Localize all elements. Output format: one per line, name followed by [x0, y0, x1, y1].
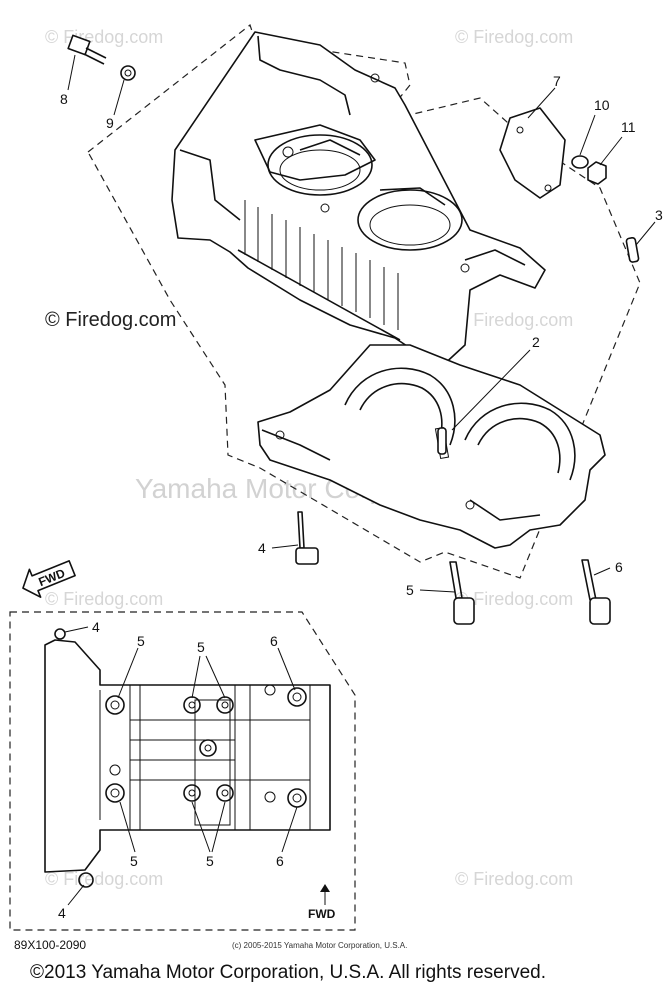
inset-dashed-box [9, 611, 356, 931]
callout-5: 5 [406, 582, 414, 598]
leader-9 [113, 79, 125, 116]
inset-callout-5-center: 5 [197, 639, 205, 655]
leader-4 [271, 544, 299, 549]
inset-bottom-view [44, 628, 331, 888]
footer-copyright: ©2013 Yamaha Motor Corporation, U.S.A. A… [30, 962, 546, 983]
bolt-6 [581, 559, 611, 625]
inset-callout-5-bottom-left: 5 [130, 853, 138, 869]
inset-callout-6-bottom: 6 [276, 853, 284, 869]
bolt-4 [295, 511, 319, 565]
small-copyright: (c) 2005-2015 Yamaha Motor Corporation, … [232, 941, 407, 950]
leader-6 [593, 567, 611, 576]
dowel-pin-2 [437, 427, 447, 455]
watermark-lower-left: © Firedog.com [45, 589, 163, 609]
leader-11 [599, 136, 623, 166]
inset-callout-4-top: 4 [92, 619, 100, 635]
fwd-label-inset: FWD [308, 907, 336, 921]
callout-8: 8 [60, 91, 68, 107]
diagram-reference-number: 89X100-2090 [14, 938, 86, 952]
leader-2 [451, 349, 531, 431]
callout-10: 10 [594, 97, 610, 113]
dowel-pin-3 [625, 236, 640, 263]
watermark-top-left: © Firedog.com [45, 27, 163, 47]
fwd-arrow-inset: FWD [308, 884, 336, 921]
cover-plate [499, 107, 566, 199]
inset-callout-4-bottom: 4 [58, 905, 66, 921]
callout-3: 3 [655, 207, 663, 223]
callout-9: 9 [106, 115, 114, 131]
callout-7: 7 [553, 73, 561, 89]
washer-9 [120, 65, 136, 81]
callout-2: 2 [532, 334, 540, 350]
watermark-bottom-right: © Firedog.com [455, 869, 573, 889]
inset-callout-5-left: 5 [137, 633, 145, 649]
watermark-lower-right: © Firedog.com [455, 589, 573, 609]
callout-6: 6 [615, 559, 623, 575]
assembly-dashed-outline [87, 24, 641, 579]
watermark-mid-right: © Firedog.com [455, 310, 573, 330]
leader-3 [635, 221, 656, 246]
leader-5 [419, 589, 456, 593]
lower-crankcase [257, 344, 606, 549]
callout-11: 11 [621, 119, 636, 135]
leader-8 [67, 54, 76, 91]
callout-4: 4 [258, 540, 266, 556]
upper-crankcase [171, 31, 546, 369]
nut-11 [587, 161, 607, 185]
leader-10 [579, 114, 596, 156]
leader-7 [527, 87, 556, 119]
watermark-top-right: © Firedog.com [455, 27, 573, 47]
bolt-5 [449, 561, 475, 625]
inset-callout-6-right: 6 [270, 633, 278, 649]
bolt-8 [67, 34, 107, 65]
watermark-mid-left: © Firedog.com [45, 309, 176, 331]
inset-callout-5-bottom-center: 5 [206, 853, 214, 869]
washer-10 [571, 155, 589, 169]
watermark-bottom-left: © Firedog.com [45, 869, 163, 889]
